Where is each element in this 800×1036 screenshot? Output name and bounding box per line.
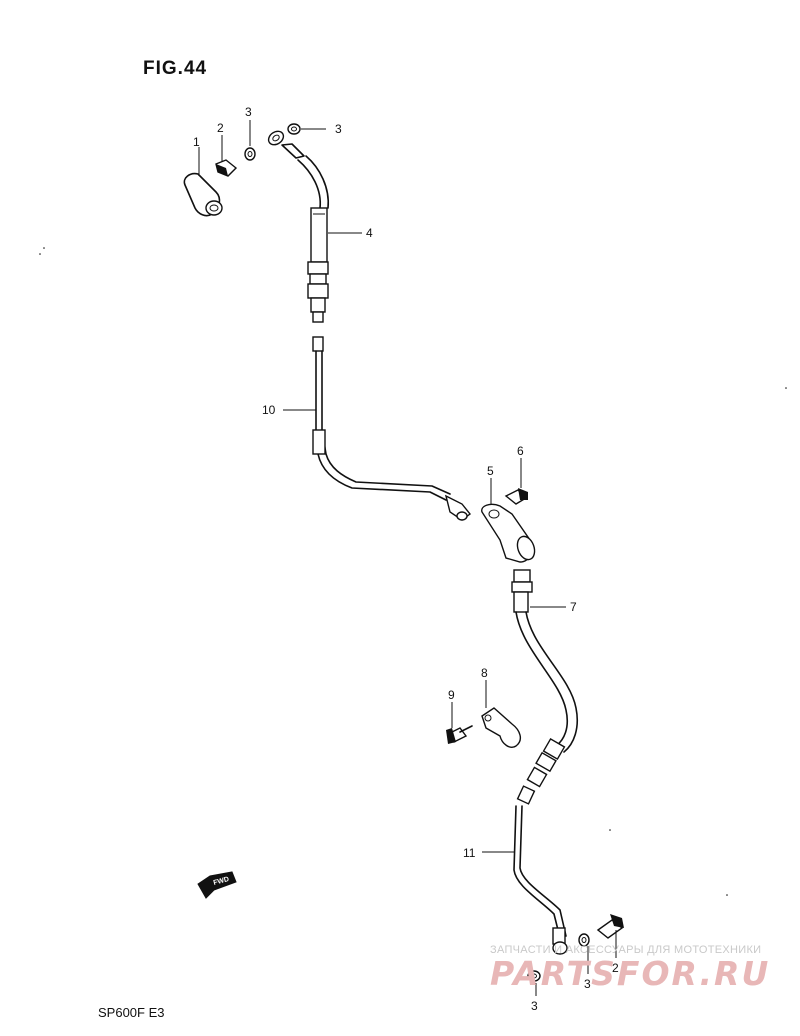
callout-4: 4 (366, 226, 373, 240)
part-2-bolt (215, 159, 238, 177)
callout-1: 1 (193, 135, 200, 149)
part-8-clamp (481, 707, 522, 748)
part-5-joint-bracket (481, 503, 536, 563)
callout-5: 5 (487, 464, 494, 478)
callout-3b: 3 (335, 122, 342, 136)
part-10-brake-pipe (312, 336, 471, 521)
callout-9: 9 (448, 688, 455, 702)
part-6-bolt (504, 488, 528, 505)
fwd-label: FWD (213, 876, 230, 887)
watermark-tagline: ЗАПЧАСТИ И АКСЕССУАРЫ ДЛЯ МОТОТЕХНИКИ (490, 944, 762, 956)
callout-11: 11 (463, 846, 476, 860)
part-2-bolt-b (596, 914, 624, 939)
callout-2: 2 (217, 121, 224, 135)
part-11-brake-pipe (513, 785, 568, 955)
part-7-brake-hose (511, 569, 579, 788)
part-3-washer-c (578, 933, 590, 947)
part-4-brake-hose (267, 130, 330, 323)
fwd-arrow-icon: FWD (197, 871, 237, 899)
figure-title: FIG.44 (143, 58, 208, 79)
callout-2b: 2 (612, 961, 619, 975)
part-9-bolt (446, 725, 473, 744)
callout-3c: 3 (584, 977, 591, 991)
callout-8: 8 (481, 666, 488, 680)
model-code: SP600F E3 (98, 1005, 165, 1020)
callout-10: 10 (262, 403, 276, 417)
callout-3a: 3 (245, 105, 252, 119)
part-3-washer-a (244, 147, 256, 161)
part-3-washer-b (287, 123, 301, 135)
part-3-washer-d (527, 970, 541, 982)
callout-3d: 3 (531, 999, 538, 1013)
watermark-logo: PARTSFOR.RU (490, 954, 771, 993)
part-1-fitting (183, 172, 223, 217)
callout-7: 7 (570, 600, 577, 614)
callout-6: 6 (517, 444, 524, 458)
